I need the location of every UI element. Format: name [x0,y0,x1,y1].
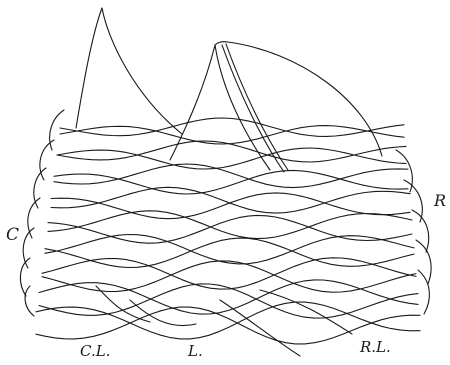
band-strand [57,141,406,162]
left-cusp [76,8,182,134]
label-left-side: C [6,225,19,245]
band-strand [36,302,420,339]
label-right-side: R [433,191,446,210]
band-tail [260,290,352,334]
band-strand [51,193,410,219]
band-strand [60,126,404,144]
label-bottom-left: C.L. [80,342,110,360]
cusps [76,8,382,172]
band-strand [54,170,408,194]
label-bottom-right: R.L. [359,338,391,356]
left-scalloped-edge [20,110,64,316]
band-tail [220,300,300,356]
band-strand [57,148,406,169]
layered-bands [36,118,420,356]
label-bottom-center: L. [187,342,203,360]
band-strand [54,164,408,188]
band-strand [51,187,410,213]
right-cusp [215,42,382,156]
right-scalloped-edge [396,150,431,314]
band-strand [60,118,404,136]
